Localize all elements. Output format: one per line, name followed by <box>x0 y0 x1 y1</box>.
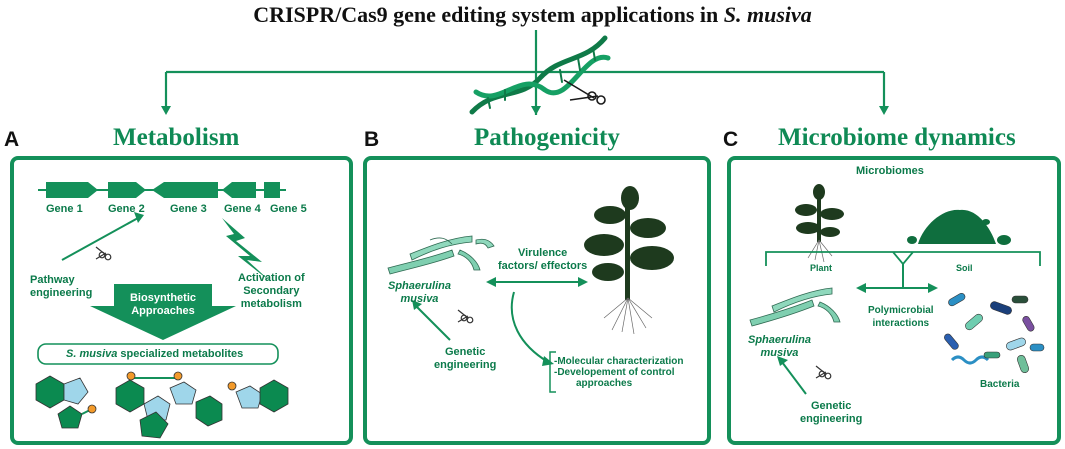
plant-icon <box>795 184 844 242</box>
microbiomes-label: Microbiomes <box>856 165 924 177</box>
title-species: S. musiva <box>723 2 812 27</box>
plant-icon <box>584 186 674 300</box>
dna-helix-icon <box>469 35 611 115</box>
biosynthetic-label: Biosynthetic Approaches <box>129 292 196 317</box>
sphaerulina-label-c: Sphaerulina musiva <box>748 334 811 359</box>
polymicrobial-label: Polymicrobial interactions <box>868 305 934 329</box>
metabolite-molecules <box>35 371 289 439</box>
gene-cluster <box>38 182 286 198</box>
panel-b-title: Pathogenicity <box>474 124 620 151</box>
scissors-icon <box>457 309 474 324</box>
gene-4-label: Gene 4 <box>224 203 261 215</box>
outcomes-label: -Molecular characterization -Developemen… <box>554 356 684 389</box>
gene-3-label: Gene 3 <box>170 203 207 215</box>
figure-title: CRISPR/Cas9 gene editing system applicat… <box>0 2 1065 28</box>
sphaerulina-label-b: Sphaerulina musiva <box>388 280 451 305</box>
metabolites-label: S. musiva specialized metabolites <box>66 348 244 360</box>
panel-a-title: Metabolism <box>113 124 240 151</box>
panel-c-title: Microbiome dynamics <box>778 124 1016 151</box>
bacteria-icon <box>944 293 1045 373</box>
scissors-icon <box>815 365 832 380</box>
virulence-label: Virulence factors/ effectors <box>498 247 588 272</box>
gene-2-label: Gene 2 <box>108 203 145 215</box>
panel-b-letter: B <box>364 128 380 151</box>
activation-label: Activation of Secondary metabolism <box>238 272 305 310</box>
panel-c-letter: C <box>723 128 739 151</box>
roots <box>603 297 653 335</box>
genetic-engineering-label-c: Genetic engineering <box>800 400 863 425</box>
pathway-engineering-label: Pathway engineering <box>30 274 93 299</box>
genetic-engineering-label-b: Genetic engineering <box>434 346 497 371</box>
bacteria-label: Bacteria <box>980 379 1020 390</box>
panel-a-letter: A <box>4 128 20 151</box>
scissors-icon <box>563 79 606 105</box>
fungus-icon <box>749 287 841 327</box>
gene-1-label: Gene 1 <box>46 203 83 215</box>
lightning-icon <box>222 218 271 282</box>
soil-label: Soil <box>956 263 973 273</box>
fungus-icon <box>387 235 495 275</box>
plant-label: Plant <box>810 263 833 273</box>
panel-b-box <box>363 156 711 445</box>
title-main: CRISPR/Cas9 gene editing system applicat… <box>253 2 724 27</box>
soil-icon <box>907 209 1011 245</box>
scissors-icon <box>95 246 112 261</box>
panel-c-box <box>727 156 1061 445</box>
gene-5-label: Gene 5 <box>270 203 307 215</box>
biosynthetic-arrow <box>90 284 236 340</box>
